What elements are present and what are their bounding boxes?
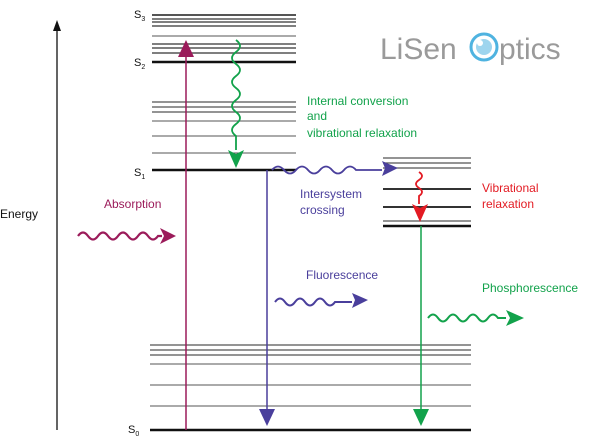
intersystem-crossing-wave bbox=[271, 165, 382, 175]
absorption-label: Absorption bbox=[104, 197, 161, 211]
state-label-s2: S2 bbox=[134, 57, 145, 71]
intersystem-crossing-arrowhead bbox=[382, 161, 398, 176]
logo-text-part1: LiSen bbox=[380, 33, 457, 66]
absorption-photon-wave bbox=[77, 231, 162, 241]
t1-levels bbox=[383, 157, 471, 228]
internal-conversion-label-line2: and bbox=[307, 109, 327, 123]
state-label-s0: S0 bbox=[128, 424, 139, 438]
state-label-s3: S3 bbox=[134, 9, 145, 23]
absorption-photon-arrowhead bbox=[160, 228, 176, 244]
fluorescence-label: Fluorescence bbox=[306, 268, 378, 282]
vibrational-relaxation-label-line1: Vibrational bbox=[482, 181, 538, 195]
internal-conversion-arrowhead bbox=[228, 150, 244, 168]
internal-conversion-label-line3: vibrational relaxation bbox=[307, 126, 417, 140]
phosphorescence-photon-arrowhead bbox=[506, 310, 524, 326]
logo-o-icon bbox=[469, 32, 499, 62]
fluorescence-transition bbox=[259, 170, 275, 426]
vibrational-relaxation-wave bbox=[415, 171, 423, 204]
internal-conversion-label-line1: Internal conversion bbox=[307, 94, 408, 108]
phosphorescence-photon-wave bbox=[427, 313, 506, 323]
phosphorescence-transition bbox=[413, 226, 429, 426]
absorption-transition bbox=[178, 40, 194, 430]
phosphorescence-label: Phosphorescence bbox=[482, 281, 578, 295]
energy-axis bbox=[53, 20, 61, 430]
energy-axis-label: Energy bbox=[0, 207, 38, 221]
logo-text-part2: ptics bbox=[499, 33, 561, 66]
internal-conversion-wave bbox=[231, 39, 241, 150]
vibrational-relaxation-label-line2: relaxation bbox=[482, 197, 534, 211]
s2-levels bbox=[152, 35, 296, 64]
intersystem-crossing-label-line2: crossing bbox=[300, 203, 345, 217]
s1-levels bbox=[152, 101, 296, 172]
intersystem-crossing-label-line1: Intersystem bbox=[300, 187, 362, 201]
s3-levels bbox=[152, 14, 296, 27]
lisen-optics-logo: LiSen ptics bbox=[380, 32, 561, 66]
fluorescence-photon-wave bbox=[274, 297, 352, 307]
s0-levels bbox=[150, 344, 471, 432]
vibrational-relaxation-arrowhead bbox=[412, 204, 428, 222]
state-label-s1: S1 bbox=[134, 167, 145, 181]
fluorescence-photon-arrowhead bbox=[352, 293, 368, 308]
